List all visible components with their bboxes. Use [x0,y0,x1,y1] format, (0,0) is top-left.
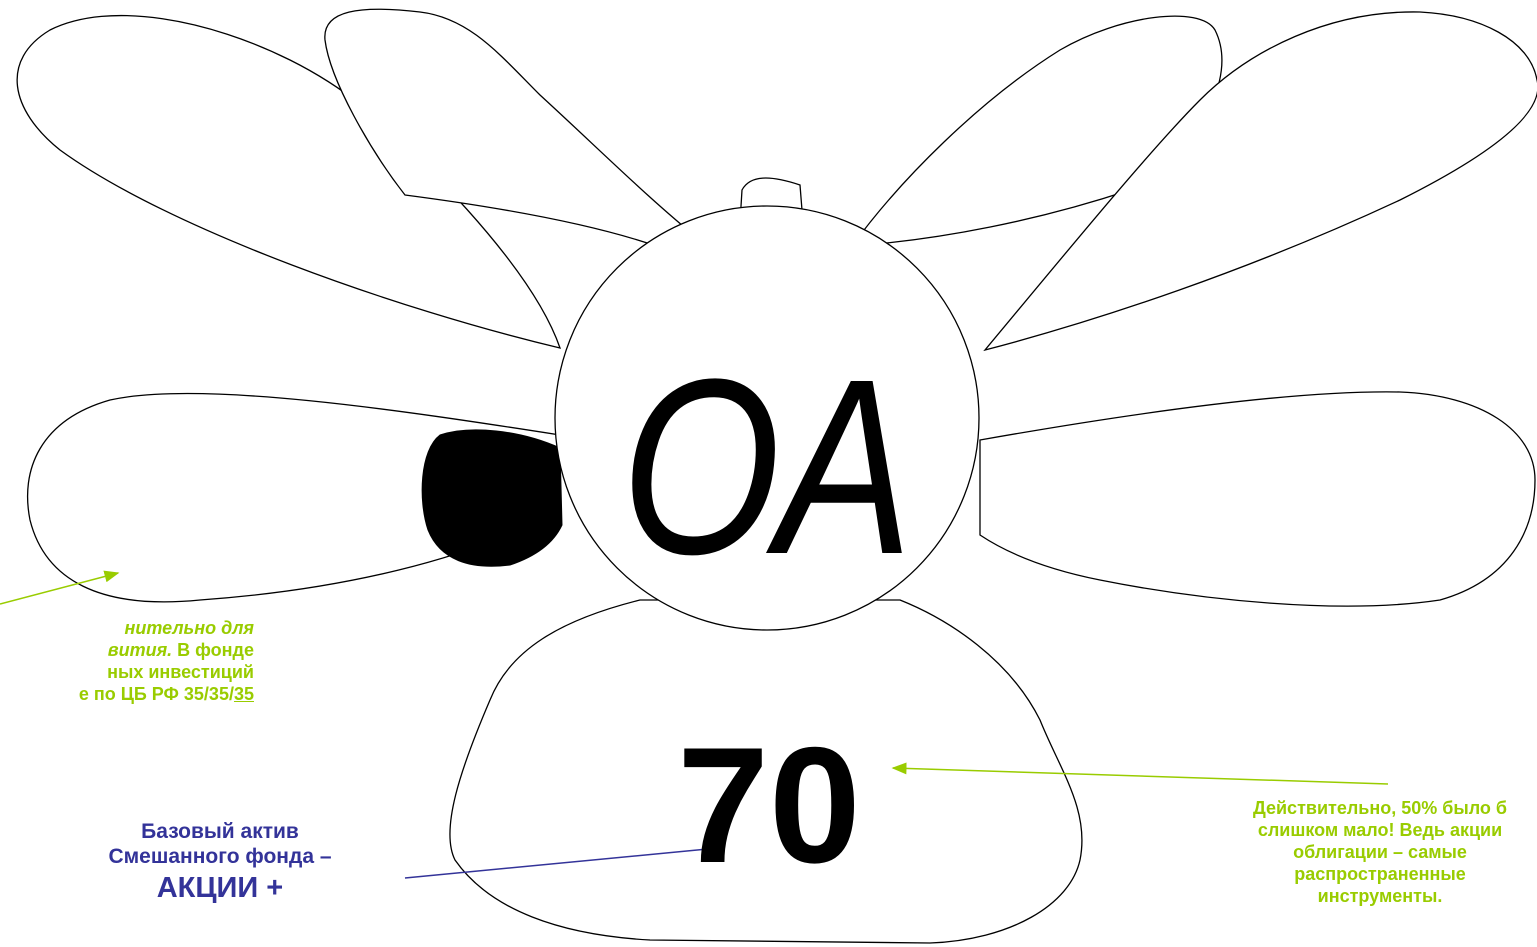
right-note-line-2: слишком мало! Ведь акции [1170,819,1537,841]
left-note-line-4-underlined: 35 [234,684,254,704]
left-note-line-1: нительно для [124,618,254,638]
blue-note-line-3: АКЦИИ + [20,869,420,907]
right-note-line-5: инструменты. [1170,885,1537,907]
black-eye-shape [422,430,562,566]
bottom-petal-value: 70 [677,713,861,897]
left-note-line-4: е по ЦБ РФ 35/35/ [79,684,234,704]
blue-note: Базовый актив Смешанного фонда – АКЦИИ + [20,819,420,907]
petal-right [980,392,1535,606]
left-note-line-2-rest: В фонде [172,640,254,660]
blue-note-line-2: Смешанного фонда – [20,844,420,869]
left-note: нительно для вития. В фонде ных инвестиц… [0,617,254,705]
left-note-line-3: ных инвестиций [0,661,254,683]
right-note-line-4: распространенные [1170,863,1537,885]
right-note-line-1: Действительно, 50% было б [1170,797,1537,819]
center-label: ОА [621,328,913,607]
blue-note-line-1: Базовый актив [20,819,420,844]
right-note: Действительно, 50% было б слишком мало! … [1170,797,1537,907]
left-note-line-2-italic: вития. [108,640,172,660]
right-note-line-3: облигации – самые [1170,841,1537,863]
